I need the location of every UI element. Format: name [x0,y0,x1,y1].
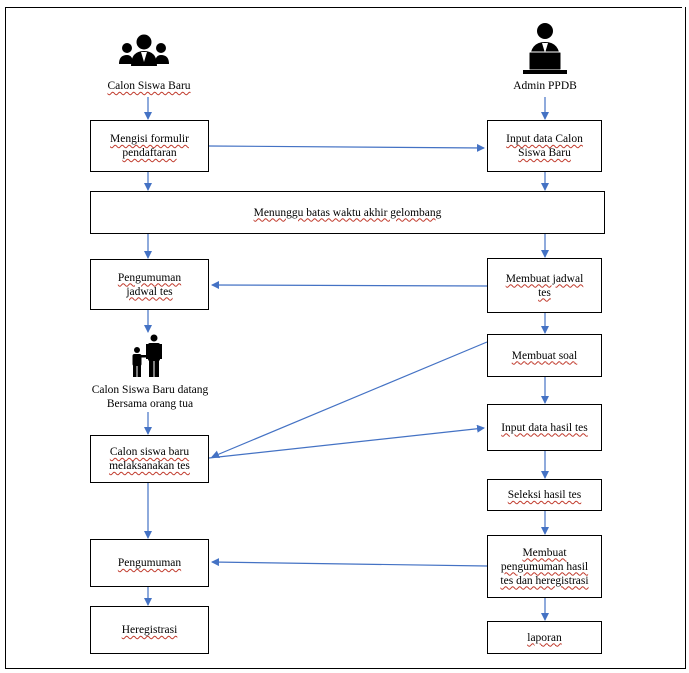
report-box: laporan [487,621,602,654]
frame-edge [685,7,686,669]
reregistration-box: Heregistrasi [90,606,209,654]
input-results-box: Input data hasil tes [487,404,602,451]
arrow [211,341,488,458]
announcement-box: Pengumuman [90,539,209,587]
arrow [208,424,485,459]
student-group-icon [119,34,169,66]
frame-edge [5,668,685,669]
arrow [211,558,488,567]
parent-actor-label: Calon Siswa Baru datang Bersama orang tu… [91,384,209,410]
parent-child-icon [132,334,162,377]
make-questions-box: Membuat soal [487,334,602,377]
selection-box: Seleksi hasil tes [487,479,602,511]
diagram-frame [5,7,682,669]
admin-laptop-icon [523,23,567,74]
arrow [208,143,485,152]
admin-actor-label: Admin PPDB [513,80,577,92]
arrow [211,281,488,290]
wait-deadline-box: Menunggu batas waktu akhir gelombang [90,191,605,234]
student-actor-label: Calon Siswa Baru [107,80,191,92]
